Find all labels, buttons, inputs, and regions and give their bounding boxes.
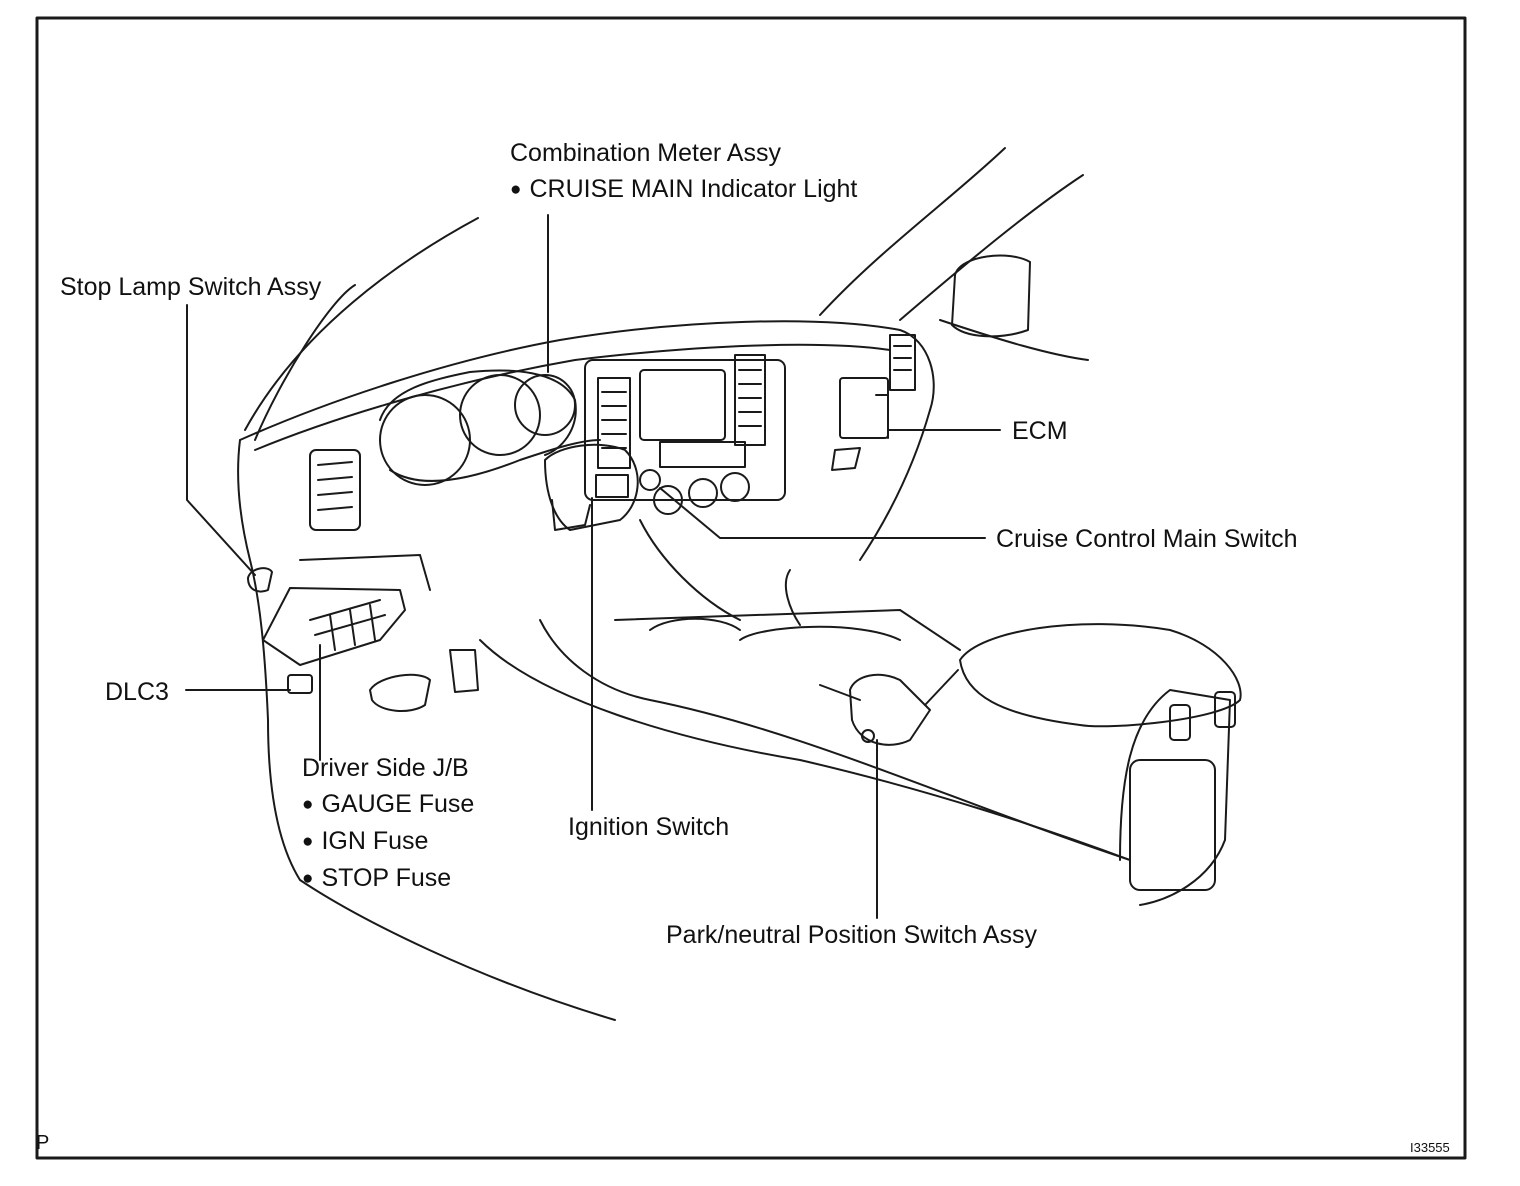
display-screen [639,369,726,441]
center-right-vent [734,354,766,446]
ignition-key-bracket [551,499,591,531]
console-top [614,609,961,651]
side-mirror [951,254,1031,338]
figure-border [35,16,1467,1160]
corner-mark: P [36,1132,50,1154]
vent-slat [317,461,353,511]
meter-gauge-center [459,374,541,456]
label-stop-fuse: STOP Fuse [302,863,451,896]
armrest [959,623,1242,728]
label-cruise-main-light: CRUISE MAIN Indicator Light [510,174,857,207]
label-pn-switch: Park/neutral Position Switch Assy [666,921,1037,949]
cruise-main-switch-body [639,469,661,491]
cup-holder [649,617,741,631]
rear-vent-right [1214,691,1236,728]
pn-switch-cable [819,669,959,706]
label-cruise-main-switch: Cruise Control Main Switch [996,525,1298,553]
right-vent-slats [893,345,912,371]
windshield-line [819,147,1006,316]
dashboard-lower-center [639,519,741,621]
windshield-line [899,174,1084,321]
label-ecm: ECM [1012,417,1068,445]
windshield-line [939,319,1089,361]
dashboard-left [237,439,616,1021]
climate-knob-right [720,472,750,502]
label-dlc3: DLC3 [105,678,169,706]
right-air-vent [889,334,916,391]
meter-hood [379,369,577,456]
rear-vent-left [1169,704,1191,741]
ecm-connector [875,394,889,439]
windshield-line [244,217,479,431]
console-rear [1119,689,1231,906]
stop-lamp-switch-body [247,567,273,593]
pn-switch-body [849,673,931,746]
console-edge [479,639,1131,861]
dashboard-top [239,320,935,441]
label-gauge-fuse: GAUGE Fuse [302,789,474,822]
figure-code: I33555 [1410,1140,1450,1155]
pedal-left [369,673,431,712]
driver-jb-box [262,587,406,666]
leader-stop-lamp [186,304,256,576]
meter-hood-lower [389,439,601,482]
ignition-switch-body [595,474,629,498]
dlc3-connector [287,674,313,694]
label-combination-meter: Combination Meter Assy [510,139,781,167]
climate-knob-left [653,485,683,515]
label-ignition-switch: Ignition Switch [568,813,730,841]
pn-switch-port [861,729,875,743]
label-driver-jb: Driver Side J/B [302,754,469,782]
dashboard-lower-right [859,409,931,561]
center-stack [584,359,786,501]
left-air-vent [309,449,361,531]
driver-jb-grid [309,599,386,651]
shift-lever [784,569,801,626]
audio-unit [659,441,746,468]
dashboard-top-inner [254,343,891,451]
leader-cruise-switch [659,487,986,539]
climate-knob-center [688,478,718,508]
rear-console-panel [1129,759,1216,891]
center-vent-slats [601,369,762,449]
label-ign-fuse: IGN Fuse [302,826,428,859]
windshield-line [254,284,356,441]
ecm-mount [831,447,861,471]
label-stop-lamp-switch: Stop Lamp Switch Assy [60,273,322,301]
center-left-vent [597,377,631,469]
lower-knee-panel [299,554,431,591]
meter-gauge-right [514,374,576,436]
shift-boot [739,625,901,641]
ecm-box [839,377,889,439]
pedal-right [449,649,479,693]
